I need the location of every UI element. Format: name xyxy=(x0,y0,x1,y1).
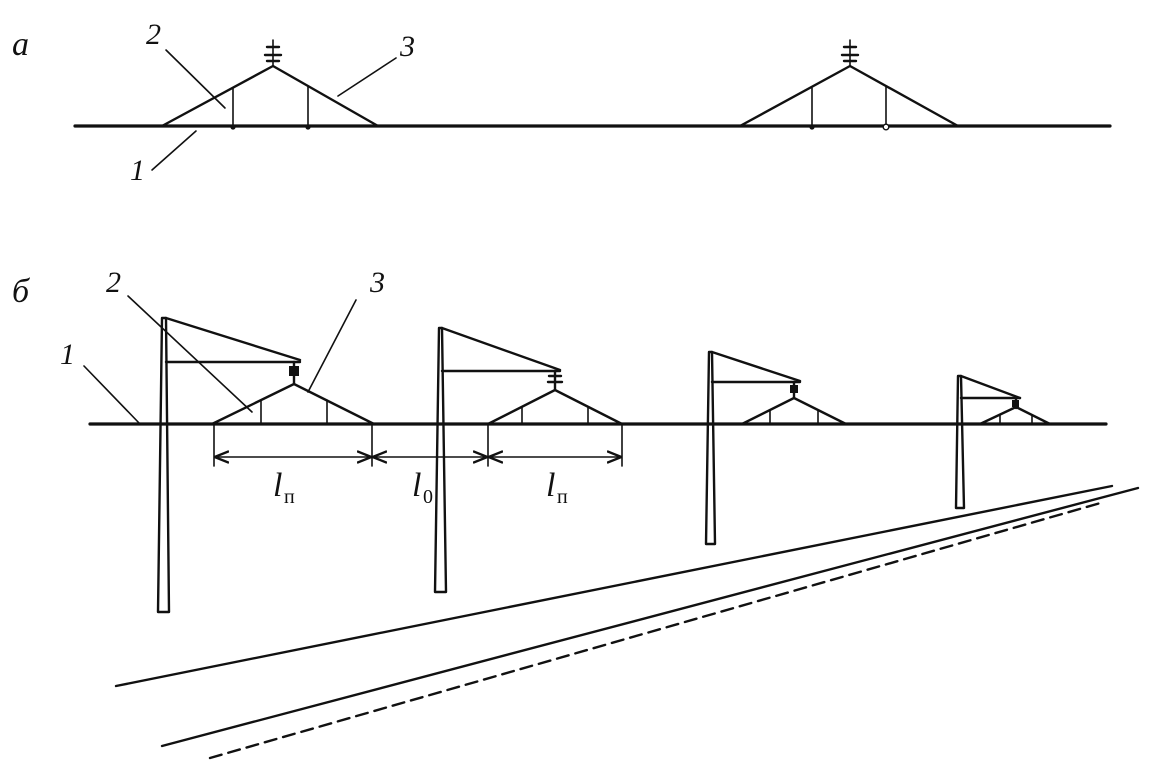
callout-leader-1 xyxy=(151,130,197,171)
mast-pole xyxy=(954,374,966,510)
panel-a-clamp xyxy=(230,124,236,130)
rail-dashed xyxy=(208,500,1106,760)
callout-1: 1 xyxy=(130,154,145,187)
callout-leader-1 xyxy=(83,365,141,425)
panel-a-clamp xyxy=(305,124,311,130)
insulator-icon xyxy=(1012,400,1019,407)
callout-2: 2 xyxy=(146,18,161,51)
mast-4 xyxy=(954,374,1052,510)
dimension-label-gap: l xyxy=(412,467,421,504)
panel-a-label: а xyxy=(12,26,29,63)
insulator-icon xyxy=(546,374,564,384)
mast-pole xyxy=(433,326,448,594)
dimension-subscript-span-2: п xyxy=(557,486,568,508)
dimension-subscript-span-1: п xyxy=(284,486,295,508)
insulator-icon xyxy=(289,366,299,376)
callout-1: 1 xyxy=(60,338,75,371)
insulator-icon xyxy=(790,385,798,393)
dimension-label-span-1: l xyxy=(273,467,282,504)
mast-2 xyxy=(433,326,624,594)
callout-3: 3 xyxy=(399,30,415,63)
panel-b: б xyxy=(12,266,1140,760)
dimension-subscript-gap: 0 xyxy=(423,486,433,508)
callout-leader-2 xyxy=(127,295,253,413)
mast-pole xyxy=(156,316,171,614)
messenger-span-1 xyxy=(210,382,376,426)
messenger-span-3 xyxy=(740,396,848,426)
dimension-lines: l п l 0 l п xyxy=(213,423,623,508)
messenger-span-4 xyxy=(978,405,1052,426)
panel-a-messenger-left xyxy=(160,64,380,128)
callout-leader-3 xyxy=(307,299,357,393)
panel-a-suspension-right xyxy=(738,39,960,131)
mast-brace xyxy=(440,326,562,372)
mast-3 xyxy=(704,350,848,546)
callout-leader-3 xyxy=(337,57,397,97)
mast-brace xyxy=(710,350,802,383)
mast-brace xyxy=(164,316,302,362)
callout-3: 3 xyxy=(369,266,385,299)
mast-brace xyxy=(959,374,1022,400)
rail-left xyxy=(114,484,1114,688)
panel-b-label: б xyxy=(12,273,31,310)
messenger-span-2 xyxy=(486,388,624,426)
mast-1 xyxy=(156,316,376,614)
panel-a-messenger-right xyxy=(738,64,960,128)
insulator-icon xyxy=(263,39,283,67)
panel-a-clamp xyxy=(882,123,890,131)
panel-a-suspension-left xyxy=(160,39,380,130)
panel-a-clamp xyxy=(809,124,815,130)
callout-leader-2 xyxy=(165,49,226,109)
track-rails xyxy=(114,484,1140,760)
callout-2: 2 xyxy=(106,266,121,299)
insulator-icon xyxy=(840,39,860,67)
panel-a: а xyxy=(12,18,1112,187)
dimension-label-span-2: l xyxy=(546,467,555,504)
rail-right xyxy=(160,486,1140,748)
